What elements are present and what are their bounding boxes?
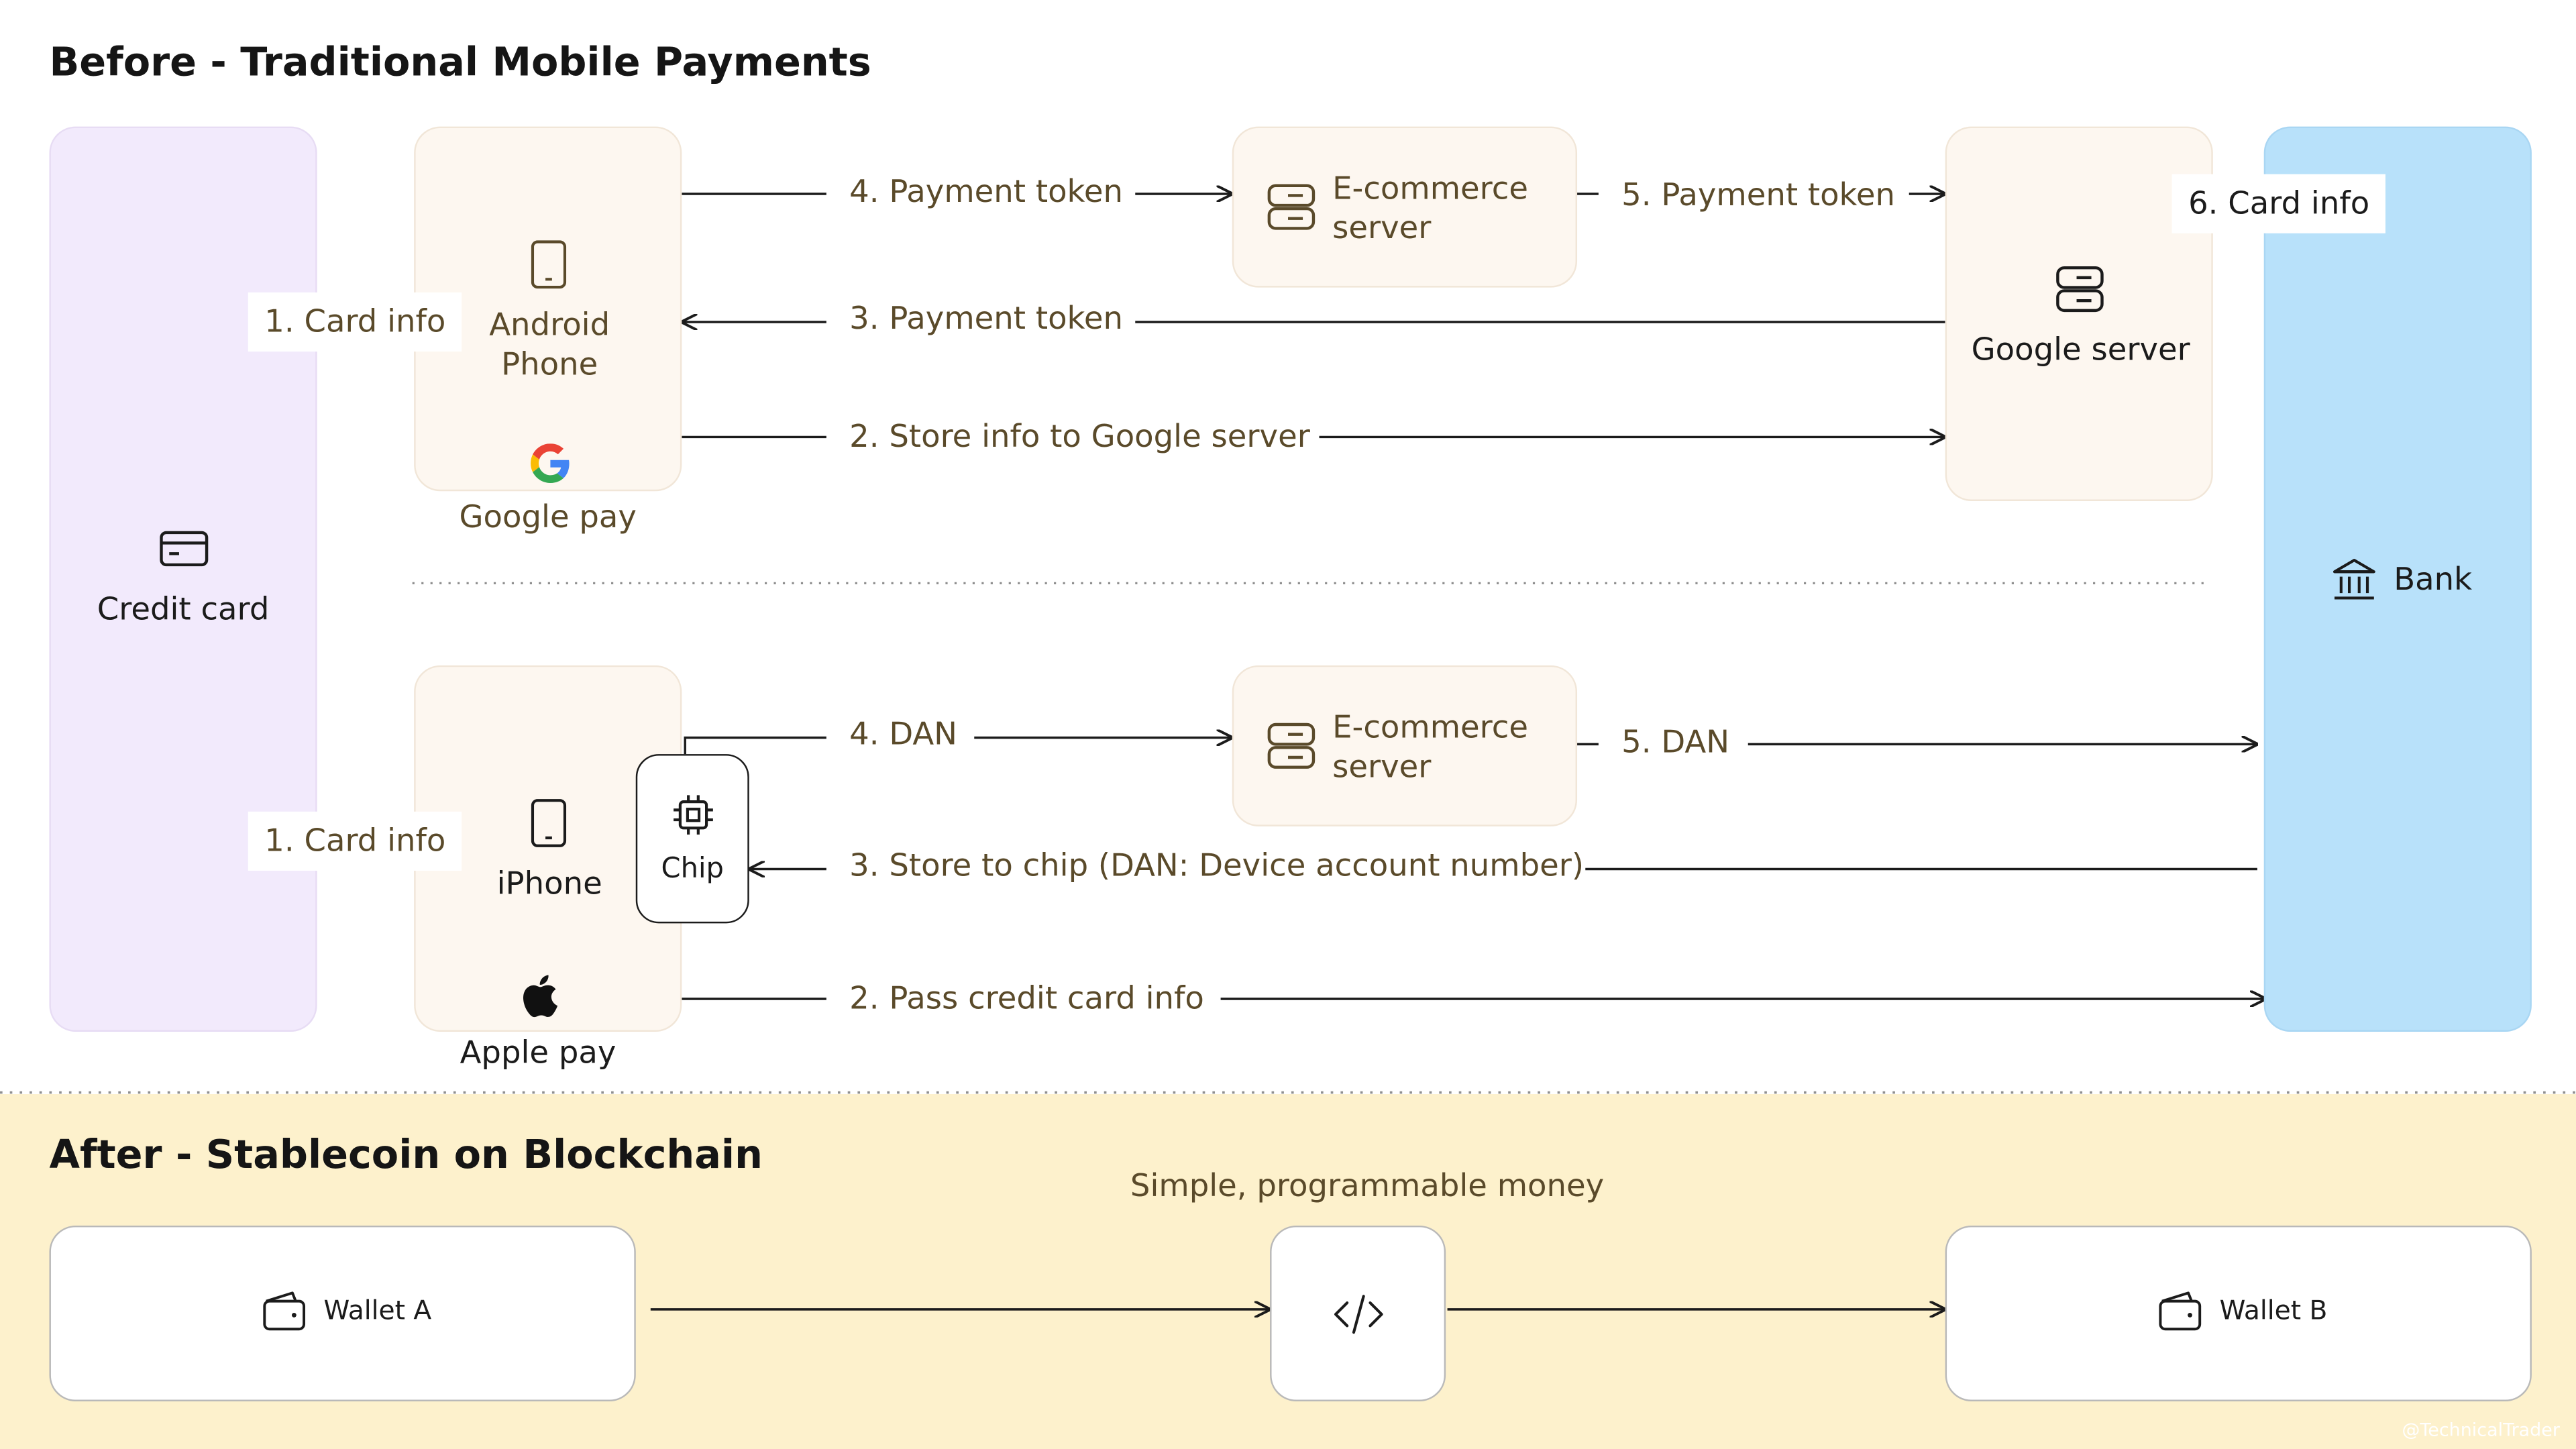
google-token-back-label: 3. Payment token (849, 301, 1123, 337)
connector-dan-out (684, 736, 826, 755)
apple-pay-caption: Apple pay (460, 1034, 616, 1071)
bank-node: Bank (2263, 126, 2532, 1032)
credit-card-label: Credit card (97, 590, 270, 627)
ecommerce-bottom-line1: E-commerce (1332, 709, 1528, 746)
before-title: Before - Traditional Mobile Payments (49, 39, 871, 86)
apple-dan-out-label: 4. DAN (849, 716, 958, 753)
wallet-b-label: Wallet B (2219, 1294, 2328, 1326)
after-subtitle: Simple, programmable money (1130, 1168, 1605, 1205)
code-icon (1332, 1292, 1384, 1335)
chip-label: Chip (661, 851, 724, 885)
chip-node: Chip (635, 754, 749, 924)
google-server-icon (2055, 264, 2104, 313)
server-icon (1267, 182, 1316, 231)
ecommerce-bottom-line2: server (1332, 749, 1432, 786)
google-store-info-label: 2. Store info to Google server (849, 419, 1310, 455)
after-title: After - Stablecoin on Blockchain (49, 1132, 763, 1178)
google-server-label: Google server (1971, 331, 2190, 368)
chip-icon (668, 790, 717, 839)
google-pay-caption: Google pay (459, 499, 637, 536)
wallet-a-node: Wallet A (49, 1225, 636, 1401)
ecommerce-top-line2: server (1332, 210, 1432, 247)
ecommerce-server-bottom-node: E-commerce server (1232, 665, 1578, 826)
watermark: @TechnicalTrader (2402, 1419, 2560, 1441)
apple-pass-info-label: 2. Pass credit card info (849, 981, 1204, 1017)
bank-card-info-label: 6. Card info (2171, 174, 2386, 233)
apple-card-info-label: 1. Card info (248, 811, 462, 871)
wallet-b-icon (2157, 1289, 2204, 1332)
bank-label: Bank (2394, 561, 2473, 598)
iphone-phone-icon (531, 798, 567, 847)
apple-store-chip-label: 3. Store to chip (DAN: Device account nu… (849, 847, 1585, 884)
google-server-node: Google server (1945, 126, 2213, 501)
iphone-label: iPhone (496, 865, 602, 902)
apple-logo (519, 973, 559, 1019)
google-card-info-label: 1. Card info (248, 292, 462, 352)
bank-icon (2331, 557, 2377, 603)
credit-card-icon (158, 530, 208, 566)
server-icon-bottom (1267, 721, 1316, 770)
google-token-out-label: 4. Payment token (849, 174, 1123, 211)
google-logo (531, 443, 570, 484)
ecommerce-top-line1: E-commerce (1332, 170, 1528, 207)
android-label-line1: Android (489, 307, 610, 343)
wallet-icon (261, 1289, 307, 1332)
smart-contract-node (1270, 1225, 1446, 1401)
android-label-line2: Phone (501, 346, 598, 383)
wallet-a-label: Wallet A (323, 1294, 432, 1326)
google-token-fwd-label: 5. Payment token (1621, 177, 1895, 214)
android-phone-node: Android Phone (414, 126, 682, 492)
apple-dan-fwd-label: 5. DAN (1621, 724, 1730, 761)
wallet-b-node: Wallet B (1945, 1225, 2532, 1401)
ecommerce-server-top-node: E-commerce server (1232, 126, 1578, 288)
credit-card-node: Credit card (49, 126, 317, 1032)
phone-icon (531, 240, 567, 289)
